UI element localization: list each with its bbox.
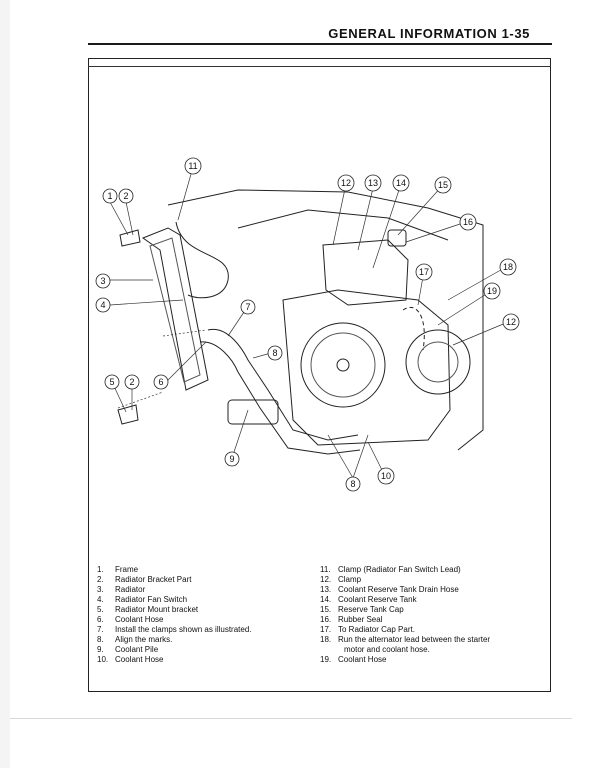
svg-text:2: 2	[129, 377, 134, 387]
callout-3: 3	[95, 273, 111, 289]
legend-item: 7.Install the clamps shown as illustrate…	[97, 625, 252, 634]
legend-item: 3.Radiator	[97, 585, 146, 594]
callout-16: 16	[459, 213, 477, 231]
header-rule	[88, 43, 552, 45]
callout-12-right: 12	[502, 313, 520, 331]
legend-item: 2.Radiator Bracket Part	[97, 575, 192, 584]
bracket-part-upper	[119, 229, 141, 247]
figure-frame	[88, 58, 551, 692]
radiator-core	[149, 237, 201, 383]
legend-right-column: 11.Clamp (Radiator Fan Switch Lead) 12.C…	[320, 565, 542, 665]
legend-item: 13.Coolant Reserve Tank Drain Hose	[320, 585, 459, 594]
alternator-cover-inner	[310, 332, 376, 398]
svg-text:6: 6	[158, 377, 163, 387]
svg-text:13: 13	[368, 178, 378, 188]
callout-17: 17	[415, 263, 433, 281]
callout-14: 14	[392, 174, 410, 192]
callout-5: 5	[104, 374, 120, 390]
svg-text:1: 1	[107, 191, 112, 201]
legend-left-column: 1.Frame 2.Radiator Bracket Part 3.Radiat…	[97, 565, 297, 665]
legend-item: 5.Radiator Mount bracket	[97, 605, 199, 614]
frame-inner	[237, 209, 449, 241]
legend-item: 9.Coolant Pile	[97, 645, 159, 654]
callout-11: 11	[184, 157, 202, 175]
svg-text:19: 19	[487, 286, 497, 296]
svg-text:17: 17	[419, 267, 429, 277]
callout-13: 13	[364, 174, 382, 192]
engine-case	[282, 289, 451, 446]
reserve-tank	[322, 239, 409, 306]
callout-2-upper: 2	[118, 188, 134, 204]
svg-text:9: 9	[229, 454, 234, 464]
coolant-hose-lower	[199, 341, 361, 455]
callout-15: 15	[434, 176, 452, 194]
svg-text:7: 7	[245, 302, 250, 312]
reserve-tank-cap	[387, 229, 407, 247]
page-edge	[0, 0, 10, 768]
svg-text:3: 3	[100, 276, 105, 286]
svg-text:14: 14	[396, 178, 406, 188]
coolant-hose	[207, 328, 359, 441]
callout-7: 7	[240, 299, 256, 315]
legend-item: 14.Coolant Reserve Tank	[320, 595, 417, 604]
svg-text:18: 18	[503, 262, 513, 272]
legend-item: 17.To Radiator Cap Part.	[320, 625, 415, 634]
legend-item: 1.Frame	[97, 565, 139, 574]
svg-text:8: 8	[272, 348, 277, 358]
svg-text:4: 4	[100, 300, 105, 310]
legend-item: 15.Reserve Tank Cap	[320, 605, 404, 614]
svg-text:12: 12	[506, 317, 516, 327]
callout-18: 18	[499, 258, 517, 276]
legend-item: 10.Coolant Hose	[97, 655, 164, 664]
svg-text:11: 11	[188, 161, 197, 171]
callout-8-bottom: 8	[345, 476, 361, 492]
drain-hose	[402, 307, 425, 351]
alternator-cover	[300, 322, 386, 408]
callout-9: 9	[224, 451, 240, 467]
figure-frame-inner-line	[88, 66, 551, 67]
callout-4: 4	[95, 297, 111, 313]
legend-item: 12.Clamp	[320, 575, 362, 584]
legend-item: 8.Align the marks.	[97, 635, 173, 644]
legend-item: 16.Rubber Seal	[320, 615, 383, 624]
svg-text:15: 15	[438, 180, 448, 190]
callout-19: 19	[483, 282, 501, 300]
svg-text:12: 12	[341, 178, 351, 188]
callout-12-upper: 12	[337, 174, 355, 192]
svg-text:10: 10	[381, 471, 391, 481]
callout-6: 6	[153, 374, 169, 390]
page-header-title: GENERAL INFORMATION 1-35	[328, 26, 530, 41]
callout-1: 1	[102, 188, 118, 204]
legend-item: 6.Coolant Hose	[97, 615, 164, 624]
svg-text:5: 5	[109, 377, 114, 387]
clutch-cover	[405, 329, 471, 395]
legend-item: 18.Run the alternator lead between the s…	[320, 635, 491, 644]
callout-group: 1 2 3 4 5 2 6 7 8 9 10 11 12 13 14 15 16…	[95, 157, 520, 492]
callout-2-lower: 2	[124, 374, 140, 390]
svg-text:16: 16	[463, 217, 473, 227]
mount-bracket	[117, 404, 139, 425]
legend-item: 4.Radiator Fan Switch	[97, 595, 188, 604]
legend-item: 19.Coolant Hose	[320, 655, 387, 664]
frame-outline	[167, 189, 484, 451]
diagram-svg: 1 2 3 4 5 2 6 7 8 9 10 11 12 13 14 15 16…	[95, 157, 520, 492]
legend-item: motor and coolant hose.	[344, 645, 430, 654]
page-bottom-rule	[10, 718, 572, 719]
starter-motor	[227, 399, 279, 425]
radiator	[141, 227, 209, 391]
callout-10: 10	[377, 467, 395, 485]
legend-item: 11.Clamp (Radiator Fan Switch Lead)	[320, 565, 461, 574]
callout-8-left: 8	[267, 345, 283, 361]
fan-switch-lead	[175, 221, 229, 299]
svg-text:8: 8	[350, 479, 355, 489]
svg-text:2: 2	[123, 191, 128, 201]
cooling-system-diagram: 1 2 3 4 5 2 6 7 8 9 10 11 12 13 14 15 16…	[88, 150, 551, 510]
